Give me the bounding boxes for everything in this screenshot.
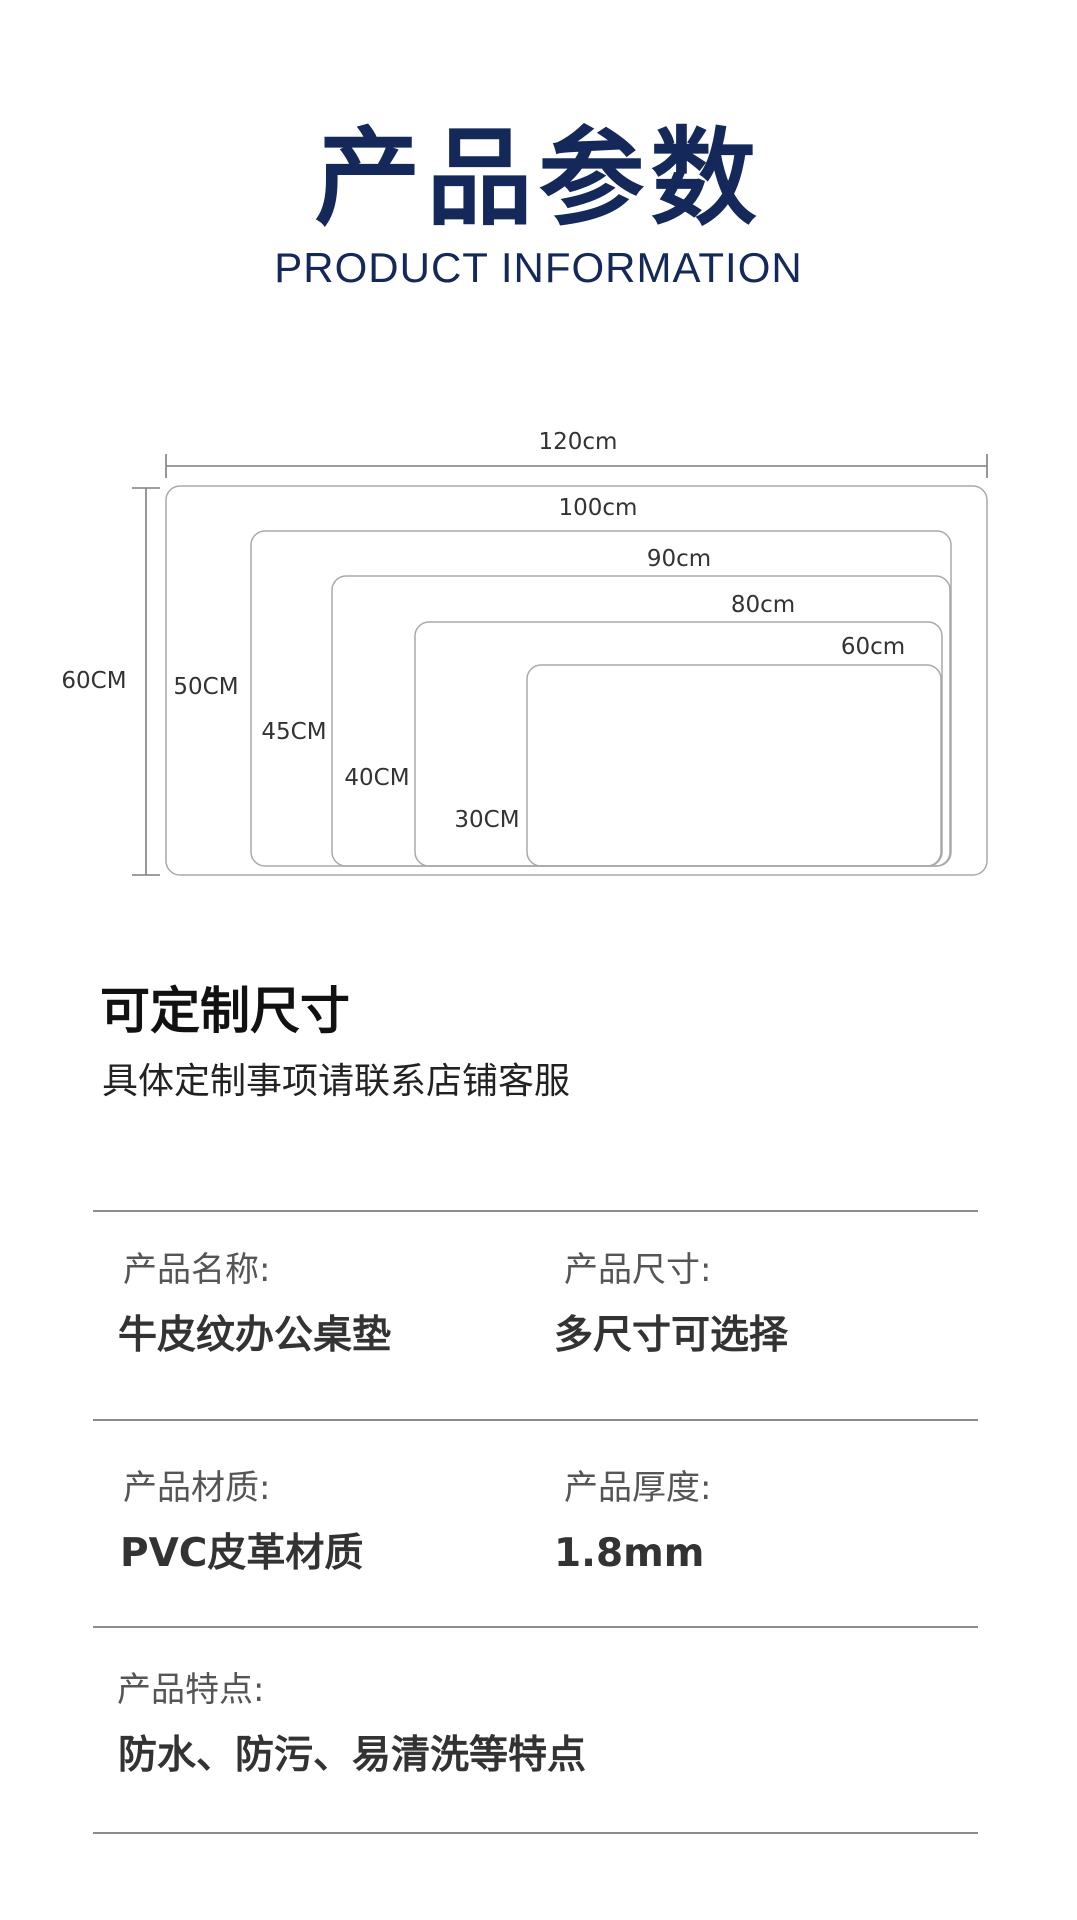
page-subtitle: PRODUCT INFORMATION	[274, 244, 803, 291]
width-label-80: 80cm	[731, 592, 795, 618]
spec-label-thickness: 产品厚度:	[564, 1468, 712, 1508]
customization-note: 具体定制事项请联系店铺客服	[102, 1061, 571, 1102]
spec-label-material: 产品材质:	[123, 1468, 271, 1508]
spec-value-features: 防水、防污、易清洗等特点	[118, 1733, 587, 1778]
divider	[93, 1626, 978, 1628]
height-label-40: 40CM	[344, 765, 409, 791]
height-label-30: 30CM	[454, 807, 519, 833]
height-label-60: 60CM	[61, 668, 126, 694]
spec-value-size: 多尺寸可选择	[554, 1313, 789, 1358]
width-label-90: 90cm	[647, 546, 711, 572]
mat-outline-60x30	[526, 664, 942, 867]
width-label-60: 60cm	[841, 634, 905, 660]
mat-outline-90x45	[331, 575, 951, 867]
customization-title: 可定制尺寸	[100, 982, 350, 1040]
spec-label-size: 产品尺寸:	[564, 1250, 712, 1290]
mat-outline-80x40	[414, 621, 943, 867]
mat-outline-120x60	[165, 485, 988, 876]
spec-value-material: PVC皮革材质	[120, 1531, 364, 1576]
spec-value-thickness: 1.8mm	[554, 1531, 705, 1576]
spec-label-features: 产品特点:	[117, 1670, 265, 1710]
width-label-120: 120cm	[539, 429, 618, 455]
divider	[93, 1210, 978, 1212]
width-label-100: 100cm	[559, 495, 638, 521]
height-label-45: 45CM	[261, 719, 326, 745]
height-label-50: 50CM	[173, 674, 238, 700]
divider	[93, 1832, 978, 1834]
mat-outline-100x50	[250, 530, 952, 867]
divider	[93, 1419, 978, 1421]
page-title: 产品参数	[314, 117, 763, 240]
spec-label-name: 产品名称:	[123, 1250, 271, 1290]
spec-value-name: 牛皮纹办公桌垫	[118, 1313, 392, 1358]
